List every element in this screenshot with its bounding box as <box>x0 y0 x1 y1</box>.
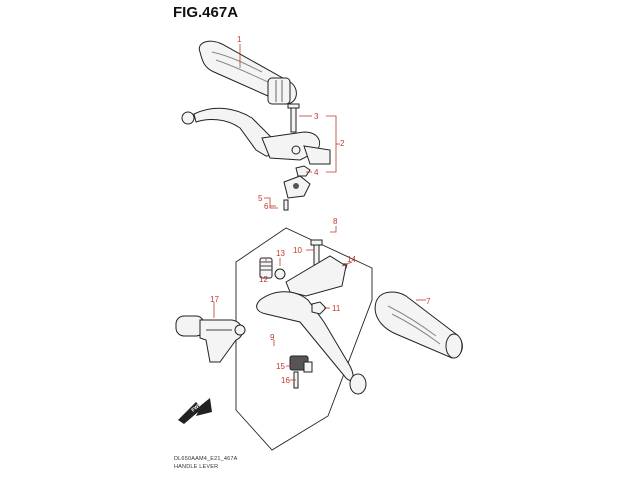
diagram-code: DL650AAM4_E21_467A <box>174 456 238 462</box>
callout-8: 8 <box>333 217 338 226</box>
brake-lever[interactable] <box>181 107 331 165</box>
callout-14: 14 <box>347 255 356 264</box>
right-grip[interactable] <box>374 291 463 359</box>
callout-11: 11 <box>332 304 341 313</box>
left-grip[interactable] <box>198 40 297 105</box>
clutch-assembly-box <box>235 227 373 451</box>
callout-9: 9 <box>270 333 275 342</box>
callout-5: 5 <box>258 194 263 203</box>
throttle-housing[interactable] <box>175 315 246 363</box>
callout-1: 1 <box>237 35 242 44</box>
figure-title: FIG.467A <box>173 4 239 21</box>
callout-labels: 1 2 3 4 5 6 7 8 9 10 11 12 13 14 15 16 1… <box>210 35 431 385</box>
brake-switch[interactable] <box>283 175 311 211</box>
cable-adjuster[interactable] <box>259 257 286 280</box>
forward-arrow-icon: FWD <box>178 398 212 424</box>
callout-12: 12 <box>259 275 268 284</box>
callout-7: 7 <box>426 297 431 306</box>
callout-leaders <box>213 44 426 381</box>
clutch-lever[interactable] <box>256 255 367 395</box>
callout-15: 15 <box>276 362 285 371</box>
lock-nut[interactable] <box>295 165 311 177</box>
clutch-lock-nut[interactable] <box>311 301 327 315</box>
callout-10: 10 <box>293 246 302 255</box>
clutch-switch[interactable] <box>289 355 313 389</box>
diagram-caption: HANDLE LEVER <box>174 464 219 470</box>
callout-13: 13 <box>276 249 285 258</box>
callout-16: 16 <box>281 376 290 385</box>
callout-17: 17 <box>210 295 219 304</box>
callout-4: 4 <box>314 168 319 177</box>
callout-6: 6 <box>264 202 269 211</box>
callout-3: 3 <box>314 112 319 121</box>
callout-2: 2 <box>340 139 345 148</box>
pivot-bolt[interactable] <box>287 103 300 133</box>
